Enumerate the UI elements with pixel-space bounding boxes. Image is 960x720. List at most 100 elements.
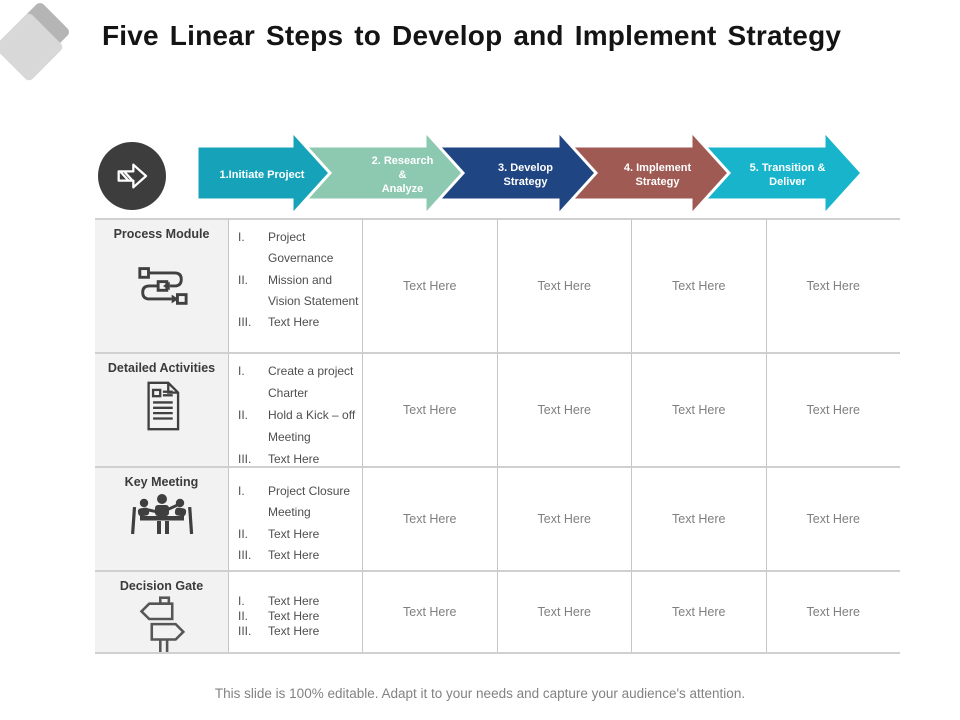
cell-text: Text Here [537,403,592,417]
list-numeral: III. [238,547,252,562]
cell-text: Text Here [806,403,861,417]
table-cell: Text Here [362,218,497,352]
cell-text: Text Here [537,512,592,526]
table-cell: Text Here [765,352,900,466]
cell-text: Text Here [806,512,861,526]
step-4-label: 4. Implement Strategy [623,162,692,188]
table-cell: Text Here [496,570,631,652]
step-5-label: 5. Transition & Deliver [749,162,826,188]
list-numeral: II. [238,408,249,422]
list-numeral: I. [238,594,245,608]
list-item: I. Project Governance [238,227,360,270]
table-cell: Text Here [362,466,497,570]
row-items: I. Project Closure Meeting II. Text Here… [228,466,362,570]
cell-text: Text Here [403,279,457,293]
row-label: Key Meeting [124,475,199,489]
row-items: I. Text Here II. Text Here III. Text Her… [228,570,362,652]
cell-text: Text Here [672,279,726,293]
list-text: Create a project Charter [268,364,354,400]
arrow-step-3 [425,128,599,219]
list-item: II. Hold a Kick – off Meeting [238,404,360,448]
slide-title: Five Linear Steps to Develop and Impleme… [102,20,842,51]
list-numeral: III. [238,315,252,330]
arrow-step-2 [292,128,466,219]
step-3-label: 3. Develop Strategy [497,162,554,188]
list-text: Project Closure Meeting [268,484,351,520]
list-item: I. Text Here [238,594,360,609]
list-text: Text Here [268,624,320,638]
list-item: III. Text Here [238,312,360,333]
arrow-step-4 [558,128,732,219]
cell-text: Text Here [672,403,726,417]
cell-text: Text Here [537,605,592,619]
diamond-logo [0,0,82,90]
table-cell: Text Here [362,352,497,466]
list-text: Text Here [268,594,320,608]
meeting-icon [130,493,194,541]
table-cell: Text Here [765,466,900,570]
table-cell: Text Here [496,218,631,352]
row-header-detailed-activities: Detailed Activities [95,352,228,466]
list-text: Mission and Vision Statement [268,272,359,308]
list-text: Text Here [268,526,320,541]
list-numeral: II. [238,609,249,623]
row-label: Process Module [113,227,210,241]
list-item: III. Text Here [238,448,360,466]
forward-arrow-icon [98,142,166,210]
process-table: Process Module I. Project Governance [95,218,900,654]
table-cell: Text Here [496,466,631,570]
table-cell: Text Here [362,570,497,652]
list-text: Text Here [268,547,320,562]
list-numeral: III. [238,452,252,466]
process-flow-icon [135,263,189,307]
step-2-label: 2. Research & Analyze [371,155,434,195]
cell-text: Text Here [672,605,726,619]
list-numeral: I. [238,484,245,498]
footer-note: This slide is 100% editable. Adapt it to… [214,686,746,701]
table-cell: Text Here [496,352,631,466]
list-numeral: II. [238,526,249,541]
cell-text: Text Here [806,605,861,619]
arrow-step-5 [691,128,865,219]
cell-text: Text Here [403,605,457,619]
process-arrows [195,128,865,219]
list-numeral: I. [238,364,245,378]
list-item: I. Project Closure Meeting [238,481,360,524]
arrow-step-1 [195,128,333,219]
list-text: Text Here [268,609,320,623]
table-cell: Text Here [631,570,766,652]
list-numeral: I. [238,230,245,244]
row-header-decision-gate: Decision Gate [95,570,228,652]
table-cell: Text Here [631,466,766,570]
row-header-process-module: Process Module [95,218,228,352]
row-label: Detailed Activities [107,361,216,375]
row-items: I. Project Governance II. Mission and Vi… [228,218,362,352]
cell-text: Text Here [672,512,726,526]
row-items: I. Create a project Charter II. Hold a K… [228,352,362,466]
list-text: Hold a Kick – off Meeting [268,408,356,444]
list-text: Text Here [268,452,320,466]
document-icon [142,381,182,431]
cell-text: Text Here [537,279,592,293]
cell-text: Text Here [806,279,861,293]
cell-text: Text Here [403,512,457,526]
row-label: Decision Gate [119,579,204,593]
step-1-label: 1.Initiate Project [219,169,305,181]
list-item: II. Text Here [238,524,360,545]
list-numeral: II. [238,272,249,287]
list-numeral: III. [238,624,252,638]
list-item: III. Text Here [238,545,360,566]
table-cell: Text Here [765,570,900,652]
list-item: I. Create a project Charter [238,360,360,404]
list-text: Project Governance [268,230,334,266]
table-cell: Text Here [631,218,766,352]
list-text: Text Here [268,315,320,330]
table-cell: Text Here [765,218,900,352]
signpost-icon [134,596,190,652]
row-header-key-meeting: Key Meeting [95,466,228,570]
list-item: II. Mission and Vision Statement [238,270,360,313]
list-item: II. Text Here [238,609,360,624]
list-item: III. Text Here [238,624,360,639]
cell-text: Text Here [403,403,457,417]
